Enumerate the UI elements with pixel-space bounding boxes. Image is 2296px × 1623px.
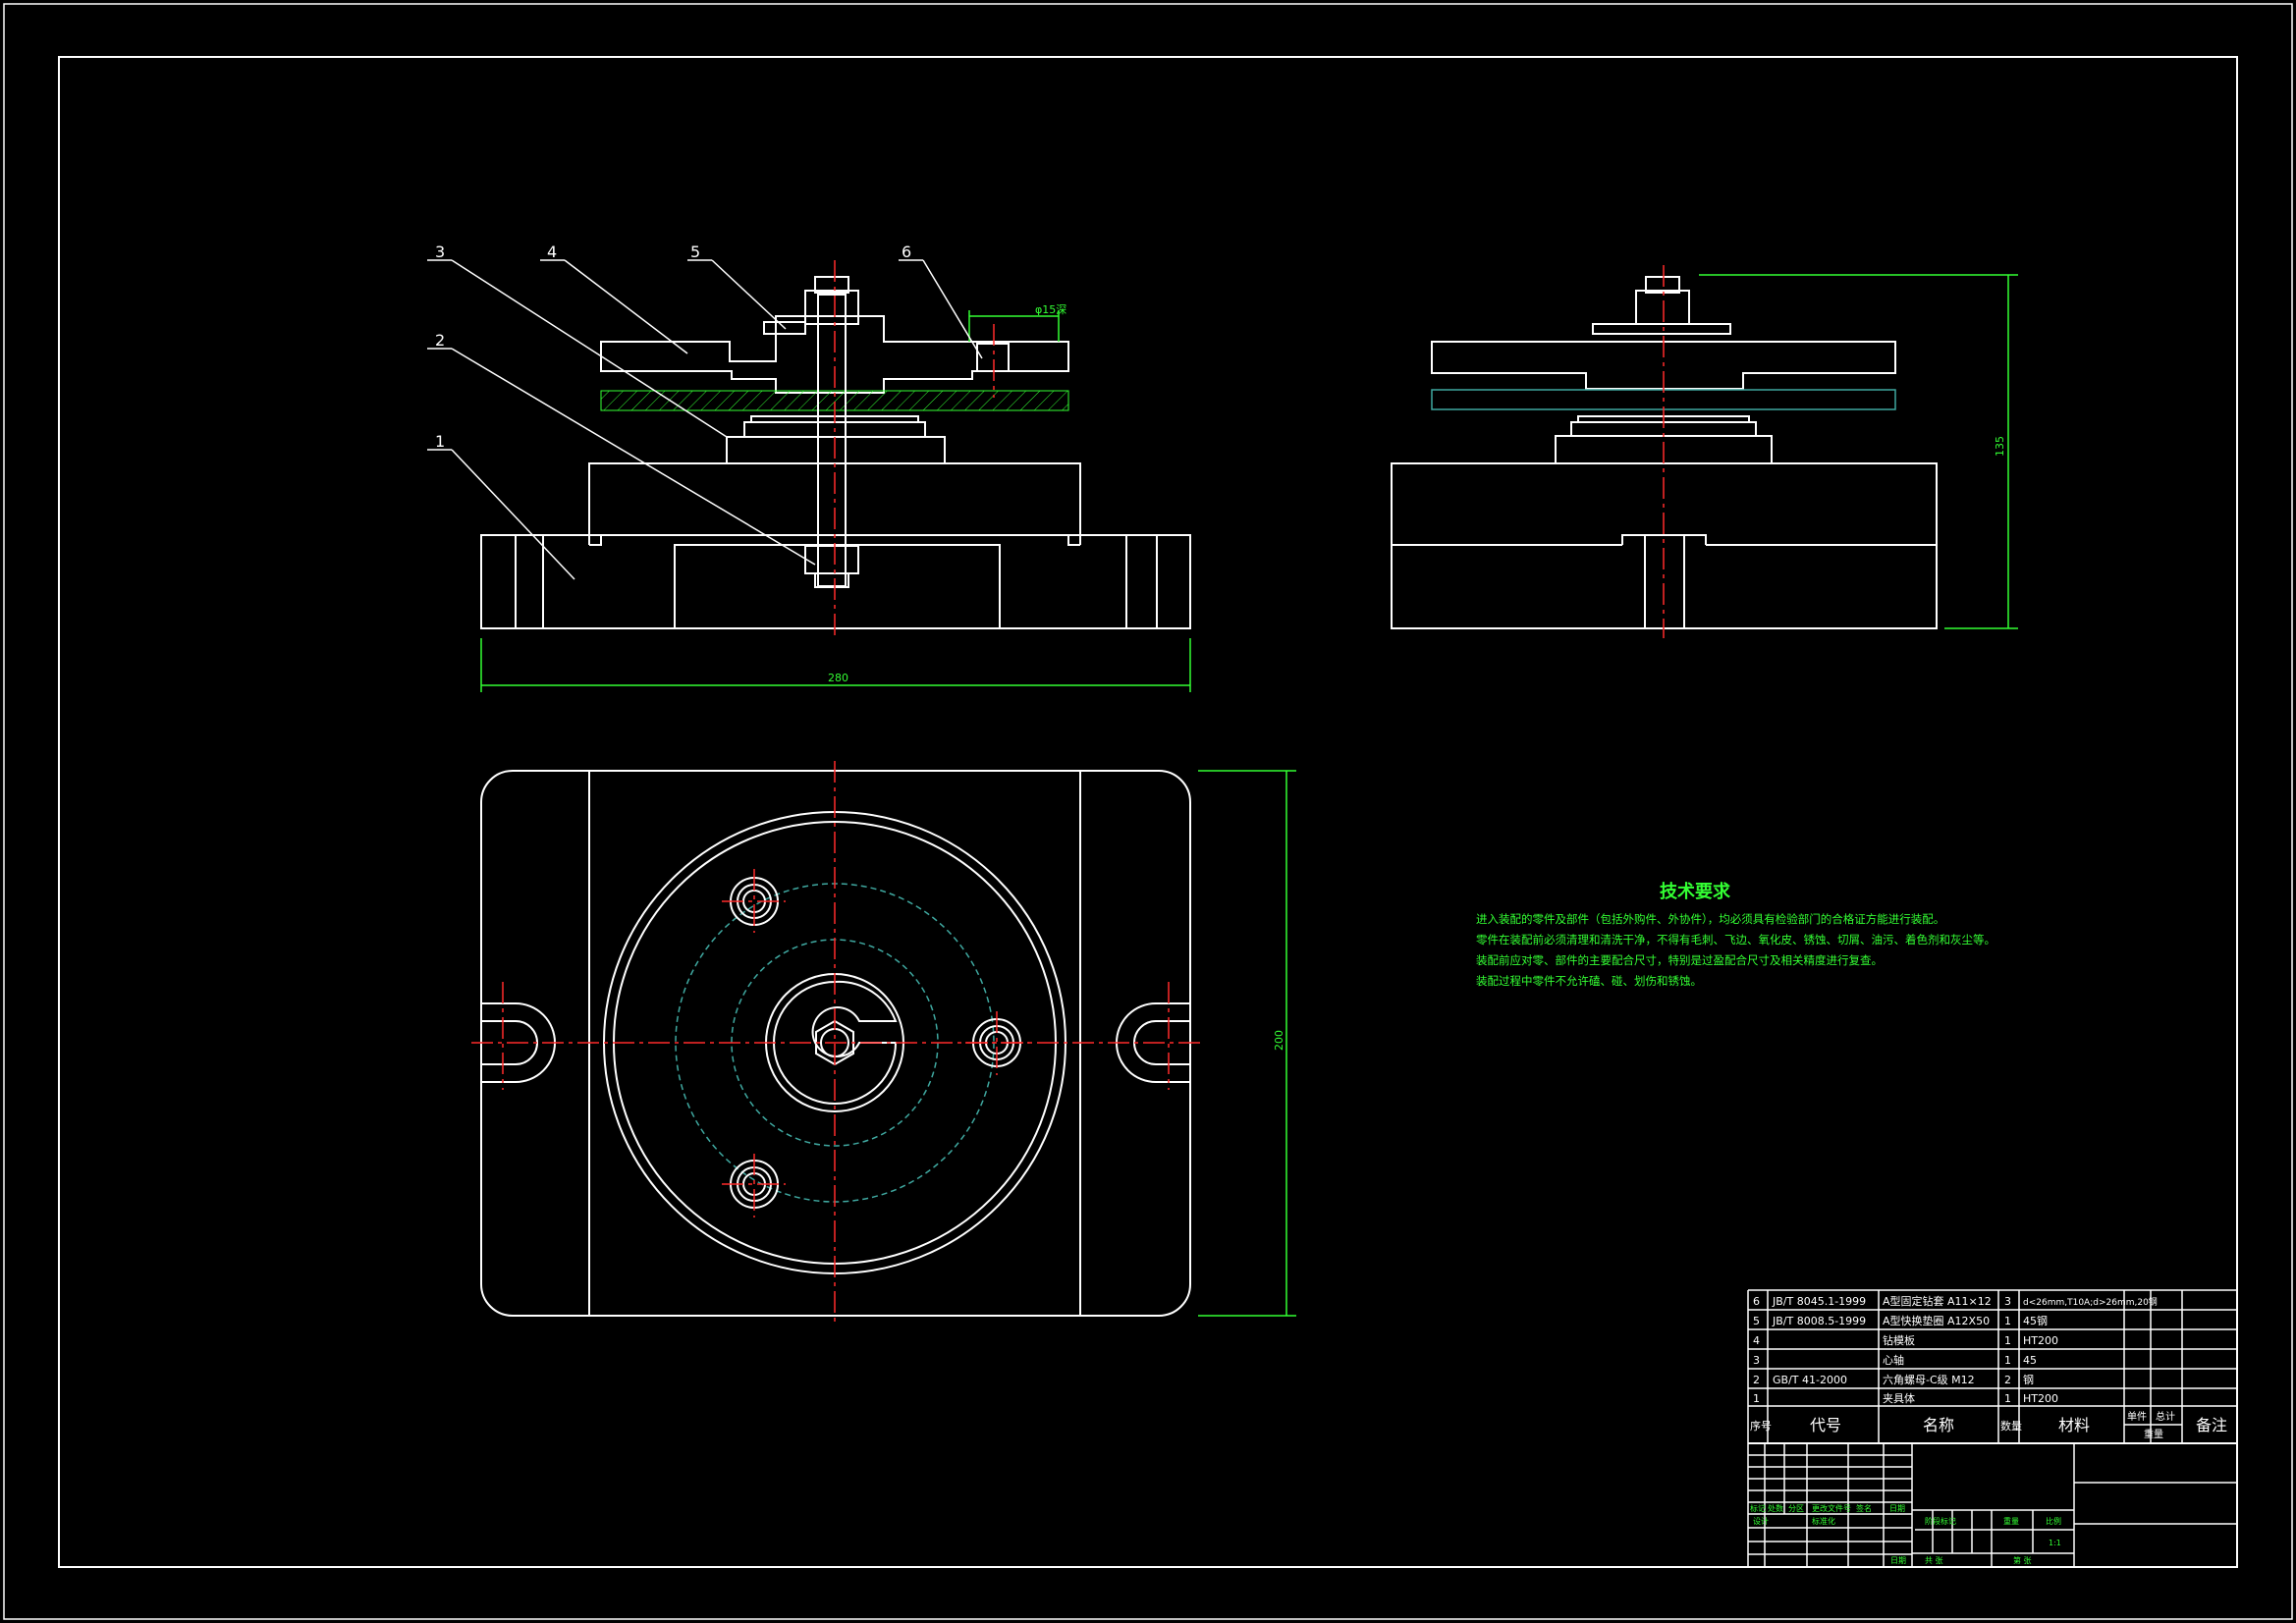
- bom-name-4: 钻模板: [1883, 1333, 1915, 1347]
- tb-change-doc: 更改文件号: [1812, 1503, 1851, 1513]
- bom-name-3: 心轴: [1883, 1353, 1904, 1367]
- tb-scale-value: 1:1: [2049, 1539, 2061, 1547]
- depth-dim-label: φ15深: [1035, 303, 1066, 316]
- tb-sheets: 共 张: [1925, 1556, 1943, 1565]
- bom-header-no: 序号: [1750, 1419, 1772, 1433]
- bom-qty-2: 2: [2004, 1374, 2011, 1386]
- bom-no-2: 2: [1753, 1374, 1760, 1386]
- bom-no-3: 3: [1753, 1354, 1760, 1367]
- bom-name-1: 夹具体: [1883, 1391, 1915, 1405]
- bom-table: [1747, 1289, 2237, 1567]
- bom-header-unit: 单件: [2127, 1411, 2147, 1423]
- balloon-4: 4: [547, 243, 557, 261]
- bom-header-name: 名称: [1923, 1416, 1954, 1434]
- bom-qty-5: 1: [2004, 1315, 2011, 1327]
- tb-mark: 标记: [1750, 1503, 1766, 1513]
- tech-req-line-3: 装配前应对零、部件的主要配合尺寸，特别是过盈配合尺寸及相关精度进行复查。: [1476, 953, 1883, 967]
- bom-no-1: 1: [1753, 1392, 1760, 1405]
- bom-mat-1: HT200: [2023, 1392, 2058, 1405]
- front-section-view: φ15深 280: [480, 260, 1191, 692]
- bom-mat-6: d<26mm,T10A;d>26mm,20钢: [2023, 1296, 2158, 1308]
- side-height-dim: 135: [1994, 436, 2006, 457]
- bom-code-6: JB/T 8045.1-1999: [1772, 1295, 1866, 1308]
- bom-header-qty: 数量: [2000, 1420, 2022, 1433]
- width-dim-label: 280: [828, 672, 848, 684]
- balloon-5: 5: [690, 243, 700, 261]
- bom-mat-5: 45钢: [2023, 1315, 2048, 1327]
- bom-no-6: 6: [1753, 1295, 1760, 1308]
- bom-code-2: GB/T 41-2000: [1773, 1374, 1847, 1386]
- balloon-2: 2: [435, 331, 445, 350]
- side-view: 135: [1391, 265, 2018, 638]
- tb-scale: 比例: [2046, 1516, 2061, 1526]
- tb-zone: 分区: [1788, 1504, 1804, 1513]
- tech-req-line-1: 进入装配的零件及部件（包括外购件、外协件），均必须具有检验部门的合格证方能进行装…: [1476, 912, 1944, 926]
- tb-sheet-no: 第 张: [2013, 1555, 2032, 1565]
- tech-req-line-4: 装配过程中零件不允许磕、碰、划伤和锈蚀。: [1476, 974, 1702, 988]
- bom-qty-6: 3: [2004, 1295, 2011, 1308]
- tb-count: 处数: [1768, 1503, 1783, 1513]
- bom-no-4: 4: [1753, 1334, 1760, 1347]
- bom-no-5: 5: [1753, 1315, 1760, 1327]
- balloon-6: 6: [902, 243, 911, 261]
- tech-req-title: 技术要求: [1660, 881, 1731, 902]
- tb-date2: 日期: [1890, 1556, 1906, 1565]
- bom-name-2: 六角螺母-C级 M12: [1883, 1374, 1975, 1386]
- bom-header-remark: 备注: [2196, 1416, 2227, 1434]
- tb-stage-mark: 阶段标记: [1925, 1516, 1956, 1526]
- balloon-1: 1: [435, 432, 445, 451]
- bom-header-total: 总计: [2156, 1410, 2175, 1423]
- title-block: [1748, 1290, 2238, 1568]
- bom-name-6: A型固定钻套 A11×12: [1883, 1294, 1992, 1308]
- plan-height-dim: 200: [1273, 1030, 1285, 1051]
- plan-view: 200: [471, 761, 1296, 1325]
- tb-weight: 重量: [2003, 1516, 2019, 1526]
- balloon-leaders: [427, 259, 983, 580]
- bom-code-5: JB/T 8008.5-1999: [1772, 1315, 1866, 1327]
- tb-std: 标准化: [1812, 1516, 1835, 1526]
- balloon-3: 3: [435, 243, 445, 261]
- bom-qty-4: 1: [2004, 1334, 2011, 1347]
- drawing-frame: [58, 56, 2238, 1568]
- bom-name-5: A型快换垫圈 A12X50: [1883, 1314, 1990, 1327]
- tech-req-line-2: 零件在装配前必须清理和清洗干净，不得有毛刺、飞边、氧化皮、锈蚀、切屑、油污、着色…: [1476, 933, 1995, 947]
- tb-sign: 签名: [1856, 1503, 1872, 1513]
- tb-design: 设计: [1753, 1516, 1769, 1526]
- tech-requirements: 技术要求 进入装配的零件及部件（包括外购件、外协件），均必须具有检验部门的合格证…: [1476, 881, 1995, 988]
- bom-qty-1: 1: [2004, 1392, 2011, 1405]
- bom-header-code: 代号: [1810, 1416, 1841, 1434]
- bom-header-weight: 重量: [2144, 1428, 2163, 1440]
- bom-mat-3: 45: [2023, 1354, 2037, 1367]
- tb-date: 日期: [1889, 1504, 1905, 1513]
- bom-mat-4: HT200: [2023, 1334, 2058, 1347]
- outer-border: [3, 3, 2293, 1620]
- bom-mat-2: 钢: [2023, 1374, 2034, 1386]
- bom-header-material: 材料: [2058, 1416, 2090, 1434]
- bom-qty-3: 1: [2004, 1354, 2011, 1367]
